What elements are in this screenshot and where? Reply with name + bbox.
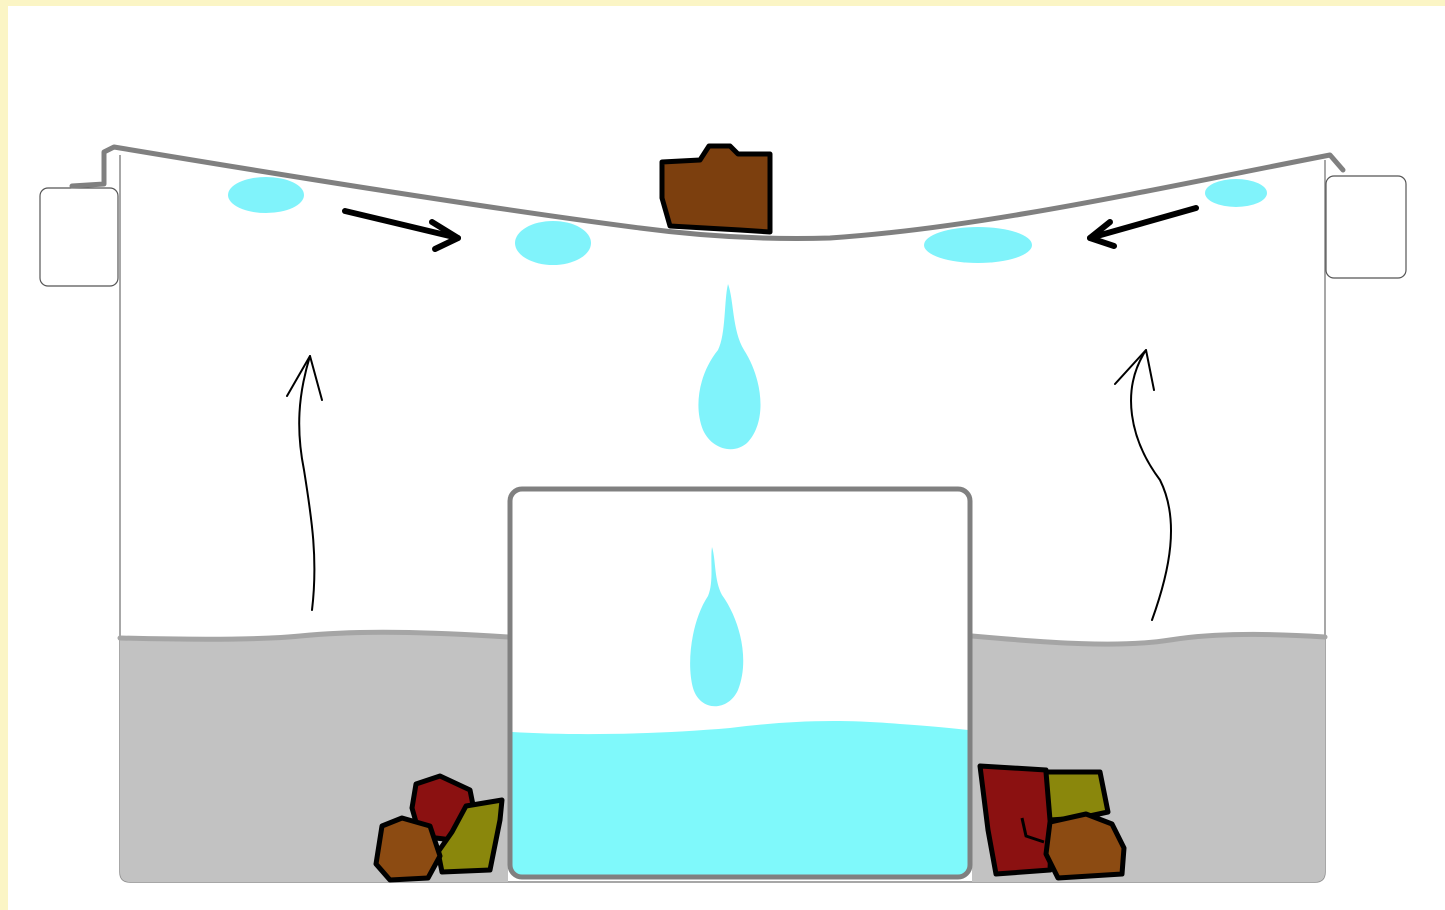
left-anchor-box bbox=[40, 188, 118, 286]
collected-water bbox=[512, 721, 968, 876]
rock-olive bbox=[1046, 772, 1108, 820]
rock-red bbox=[980, 766, 1052, 874]
condensation-drop bbox=[924, 227, 1032, 263]
center-weight-rock bbox=[662, 146, 770, 232]
condensation-drop bbox=[1205, 179, 1267, 207]
condensation-drop bbox=[515, 221, 591, 265]
condensation-drop bbox=[228, 177, 304, 213]
rock-brown bbox=[1046, 814, 1124, 878]
right-anchor-box bbox=[1326, 176, 1406, 278]
rock-brown bbox=[376, 818, 440, 880]
right-anchor-rocks bbox=[980, 766, 1124, 878]
